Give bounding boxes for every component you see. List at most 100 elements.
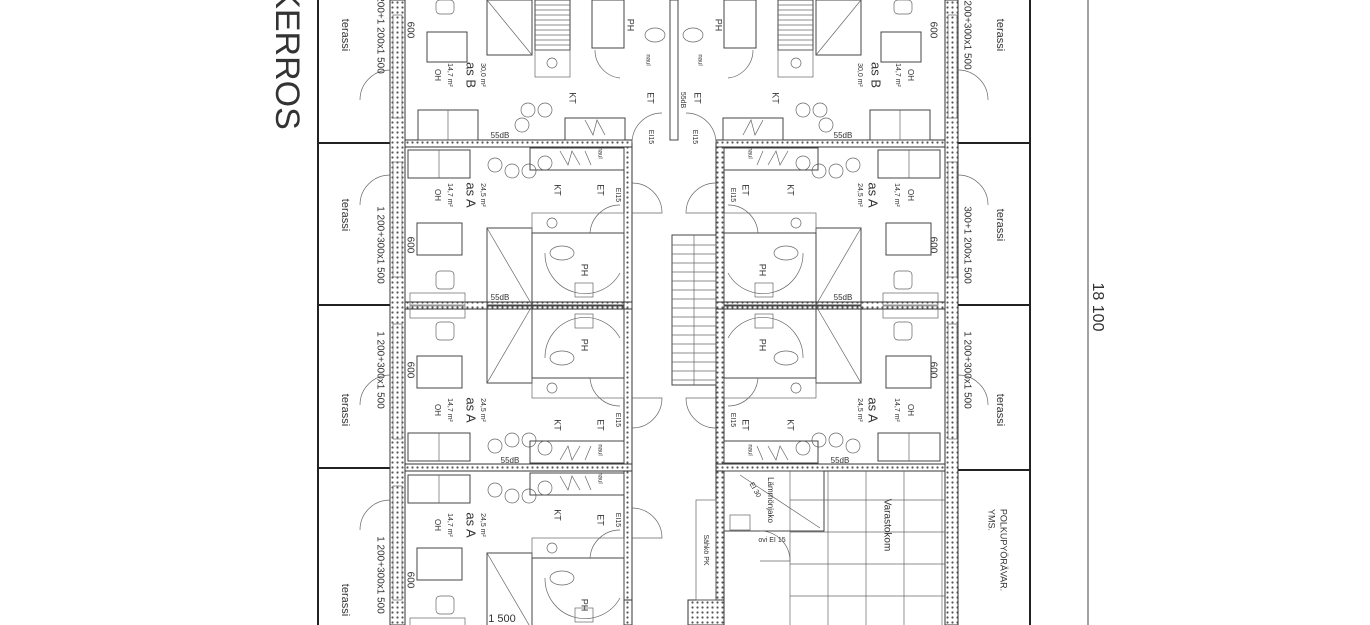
kitchen-counter xyxy=(564,117,626,141)
heat-fire-class-label: EI 30 xyxy=(748,481,762,499)
table xyxy=(416,547,463,581)
left-a3-kitchen-label: KT xyxy=(553,509,563,521)
left-a1-bath-label: PH xyxy=(580,264,590,277)
right-b-terrace-label: terassi xyxy=(994,19,1006,51)
chair xyxy=(435,270,455,290)
kitchenette xyxy=(777,49,814,78)
bed-diagonal xyxy=(486,0,533,56)
stove-symbol xyxy=(756,445,789,461)
right-a2-bath-label: PH xyxy=(758,339,768,352)
service-door-label: ovi EI 15 xyxy=(758,537,785,544)
door-swing xyxy=(727,377,759,407)
right-a1-fire-door-label: EI15 xyxy=(729,188,736,203)
left-b-entry-label: ET xyxy=(646,92,656,104)
stool xyxy=(537,155,553,171)
left-a3-entry-label: ET xyxy=(596,514,606,526)
bed-diagonal xyxy=(815,305,862,384)
unit-b-furniture xyxy=(417,0,666,144)
chair xyxy=(435,0,455,15)
left-a2-room-area-label: 14,7 m² xyxy=(446,398,453,422)
left-a2-room-label: OH xyxy=(433,404,442,416)
left-a2-closet-label: naul xyxy=(596,444,602,455)
window xyxy=(392,323,403,440)
table xyxy=(416,355,463,389)
table xyxy=(416,222,463,256)
bathroom xyxy=(723,232,817,306)
stool xyxy=(487,438,503,454)
partition-wall xyxy=(404,139,633,148)
sink xyxy=(790,57,802,69)
left-b-type-label: as B xyxy=(464,62,479,88)
door-swing xyxy=(589,204,621,234)
stool xyxy=(537,480,553,496)
bed-diagonal xyxy=(815,0,862,56)
terrace-door-swing xyxy=(957,374,989,406)
right-b-room-area-label: 14,7 m² xyxy=(894,63,901,87)
stool xyxy=(812,102,828,118)
terrace-door-swing xyxy=(957,69,989,101)
right-b-desk-label: 600 xyxy=(927,22,938,39)
stool xyxy=(521,488,537,504)
stool xyxy=(811,432,827,448)
corridor-wall-right xyxy=(715,139,725,625)
shower-arc xyxy=(544,252,621,294)
bathroom xyxy=(723,0,757,49)
kitchen-counter xyxy=(529,147,625,171)
left-b-terrace-label: terassi xyxy=(339,19,351,51)
kitchenette xyxy=(723,377,817,399)
entrance-door-swing xyxy=(685,182,717,214)
unit-a-furniture xyxy=(407,147,663,306)
left-b-room-area-label: 14,7 m² xyxy=(446,63,453,87)
unit-a-furniture xyxy=(407,472,663,625)
left-a3-room-label: OH xyxy=(433,519,442,531)
toilet xyxy=(644,27,666,43)
stool xyxy=(520,102,536,118)
left-a3-area-label: 24,5 m² xyxy=(479,513,486,537)
stool xyxy=(811,163,827,179)
wash-basin xyxy=(574,313,594,329)
left-a1-kitchen-label: KT xyxy=(553,184,563,196)
right-a2-type-label: as A xyxy=(866,397,881,423)
heat-distribution-room xyxy=(723,470,825,532)
right-a1-type-label: as A xyxy=(866,182,881,208)
left-a1-area-label: 24,5 m² xyxy=(479,183,486,207)
kitchen-counter xyxy=(723,147,819,171)
stool xyxy=(828,432,844,448)
right-a2-window-label: 1 200+300x1 500 xyxy=(961,331,972,409)
window xyxy=(947,14,958,119)
overall-dimension: 18 100 xyxy=(1089,283,1106,332)
right-a1-kitchen-label: KT xyxy=(786,184,796,196)
table xyxy=(426,31,468,63)
sink xyxy=(546,542,558,554)
window xyxy=(947,161,958,278)
left-a3-window-label: 1 200+300x1 500 xyxy=(374,536,385,614)
right-a2-entry-label: ET xyxy=(741,419,751,431)
left-a3-desk-label: 600 xyxy=(404,572,415,589)
stool xyxy=(795,440,811,456)
left-a1-terrace-label: terassi xyxy=(339,199,351,231)
left-a1-type-label: as A xyxy=(464,182,479,208)
shower-arc xyxy=(544,577,621,619)
corridor-acoustic-label: 55dB xyxy=(679,92,686,109)
terrace-door-swing xyxy=(359,174,391,206)
right-a2-fire-door-label: EI15 xyxy=(729,413,736,428)
left-a1-fire-door-label: EI15 xyxy=(614,188,621,203)
bed xyxy=(486,0,533,56)
entrance-door-swing xyxy=(631,182,663,214)
chair xyxy=(435,321,455,341)
wash-basin xyxy=(754,313,774,329)
toilet xyxy=(549,350,575,366)
kitchenette xyxy=(531,537,625,559)
kitchenette xyxy=(531,377,625,399)
left-a2-area-label: 24,5 m² xyxy=(479,398,486,422)
corridor-wall-left xyxy=(623,139,633,625)
left-b-closet-label: naul xyxy=(644,54,650,65)
right-a2-area-label: 24,5 m² xyxy=(856,398,863,422)
terrace-door-swing xyxy=(359,499,391,531)
stool xyxy=(845,438,861,454)
right-a1-acoustic-label: 55dB xyxy=(834,293,853,302)
bathroom xyxy=(723,305,817,379)
stool xyxy=(828,163,844,179)
stove-symbol xyxy=(559,475,592,491)
right-a1-terrace-label: terassi xyxy=(994,209,1006,241)
